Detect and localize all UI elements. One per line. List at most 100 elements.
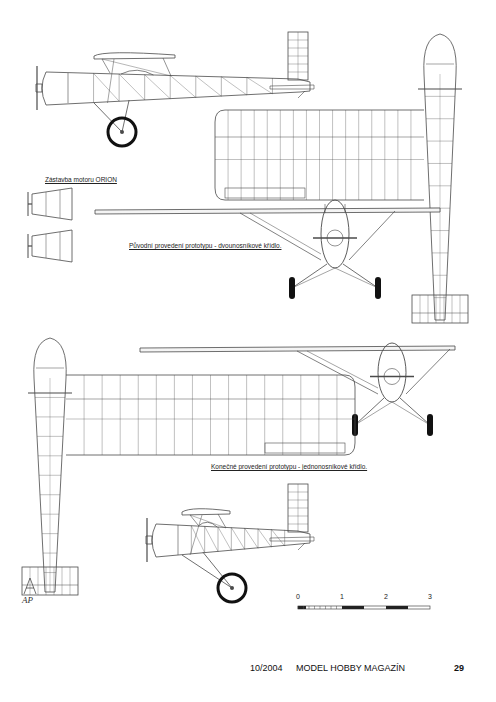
- side-view: [146, 484, 314, 602]
- drawing-line: [28, 203, 32, 204]
- drawing-line: [28, 392, 72, 393]
- wheel-front: [427, 414, 433, 436]
- drawing-line: [190, 515, 202, 555]
- drawing-line: [246, 375, 247, 455]
- drawing-outline: [94, 53, 175, 59]
- drawing-line: [280, 110, 281, 200]
- drawing-line: [22, 585, 78, 586]
- drawing-line: [292, 268, 335, 288]
- drawing-line: [120, 375, 121, 455]
- drawing-outline: [121, 70, 153, 75]
- drawing-line: [412, 313, 468, 314]
- drawing-line: [215, 137, 424, 138]
- drawing-line: [60, 190, 61, 218]
- drawing-outline: [265, 443, 345, 453]
- drawing-line: [221, 77, 222, 97]
- drawing-outline: [215, 110, 424, 200]
- drawing-outline: [32, 188, 72, 220]
- drawing-line: [170, 75, 171, 98]
- drawing-line: [428, 295, 429, 323]
- drawing-line: [36, 66, 37, 110]
- drawing-line: [218, 527, 219, 552]
- drawing-line: [267, 110, 268, 200]
- drawing-line: [314, 606, 315, 609]
- drawing-line: [400, 398, 430, 425]
- wheel-front: [375, 277, 381, 299]
- drawing-line: [325, 204, 326, 213]
- drawing-line: [244, 528, 245, 549]
- drawing-line: [84, 375, 85, 455]
- side-view: [36, 32, 314, 146]
- drawing-line: [335, 268, 378, 288]
- drawing-line: [298, 606, 299, 609]
- wheel: [218, 574, 246, 602]
- drawing-line: [358, 110, 359, 200]
- drawing-line: [102, 375, 103, 455]
- drawing-line: [28, 245, 32, 246]
- drawing-line: [46, 234, 47, 258]
- drawing-outline: [182, 509, 230, 515]
- drawing-line: [144, 75, 145, 100]
- drawing-line: [258, 529, 271, 547]
- front-view: [95, 200, 440, 299]
- drawing-line: [231, 528, 232, 551]
- engine-detail: [28, 230, 72, 262]
- drawing-outline: [66, 375, 355, 455]
- scale-segment: [386, 606, 408, 609]
- drawing-line: [292, 264, 327, 288]
- drawing-line: [254, 110, 255, 200]
- drawing-line: [307, 351, 378, 388]
- drawing-outline: [34, 338, 66, 592]
- drawing-outline: [95, 208, 440, 214]
- drawing-line: [218, 514, 226, 528]
- drawing-line: [228, 110, 229, 200]
- drawing-line: [298, 91, 305, 98]
- drawing-line: [30, 567, 31, 595]
- drawing-line: [50, 378, 51, 592]
- drawing-line: [204, 526, 205, 552]
- fuselage-front: [378, 343, 406, 402]
- drawing-outline: [270, 85, 314, 89]
- drawing-line: [247, 77, 273, 93]
- drawing-line: [102, 59, 171, 76]
- drawing-line: [102, 59, 110, 73]
- drawing-line: [46, 567, 47, 595]
- drawing-line: [146, 518, 147, 562]
- drawing-line: [156, 375, 157, 455]
- drawing-line: [231, 528, 244, 550]
- drawing-line: [392, 402, 430, 425]
- drawing-line: [345, 204, 346, 212]
- drawing-line: [36, 368, 64, 369]
- drawing-outline: [424, 34, 456, 320]
- wheel-front: [289, 277, 295, 299]
- drawing-outline: [270, 537, 314, 541]
- drawing-outline: [298, 606, 430, 609]
- drawing-line: [203, 552, 232, 588]
- drawing-line: [306, 110, 307, 200]
- drawing-line: [221, 77, 247, 95]
- drawing-line: [345, 110, 346, 200]
- wheel: [108, 118, 136, 146]
- drawing-line: [397, 110, 398, 200]
- drawing-line: [460, 295, 461, 323]
- signature-text: AP: [22, 596, 33, 606]
- drawing-line: [420, 295, 421, 323]
- engine-detail: [28, 188, 72, 220]
- scale-number: 0: [296, 593, 300, 601]
- drawing-line: [452, 295, 453, 323]
- drawing-outline: [225, 188, 305, 198]
- scale-bar: [298, 606, 430, 609]
- drawing-line: [410, 110, 411, 200]
- drawing-line: [298, 32, 299, 80]
- drawing-line: [418, 88, 462, 89]
- drawing-line: [210, 375, 211, 455]
- drawing-line: [228, 375, 229, 455]
- drawing-line: [38, 567, 39, 595]
- caption-text: Původní provedení prototypu - dvounosník…: [128, 242, 282, 249]
- drawing-line: [436, 295, 437, 323]
- drawing-line: [119, 74, 145, 100]
- front-view: [140, 343, 455, 436]
- drawing-line: [215, 159, 424, 160]
- drawing-line: [303, 606, 304, 609]
